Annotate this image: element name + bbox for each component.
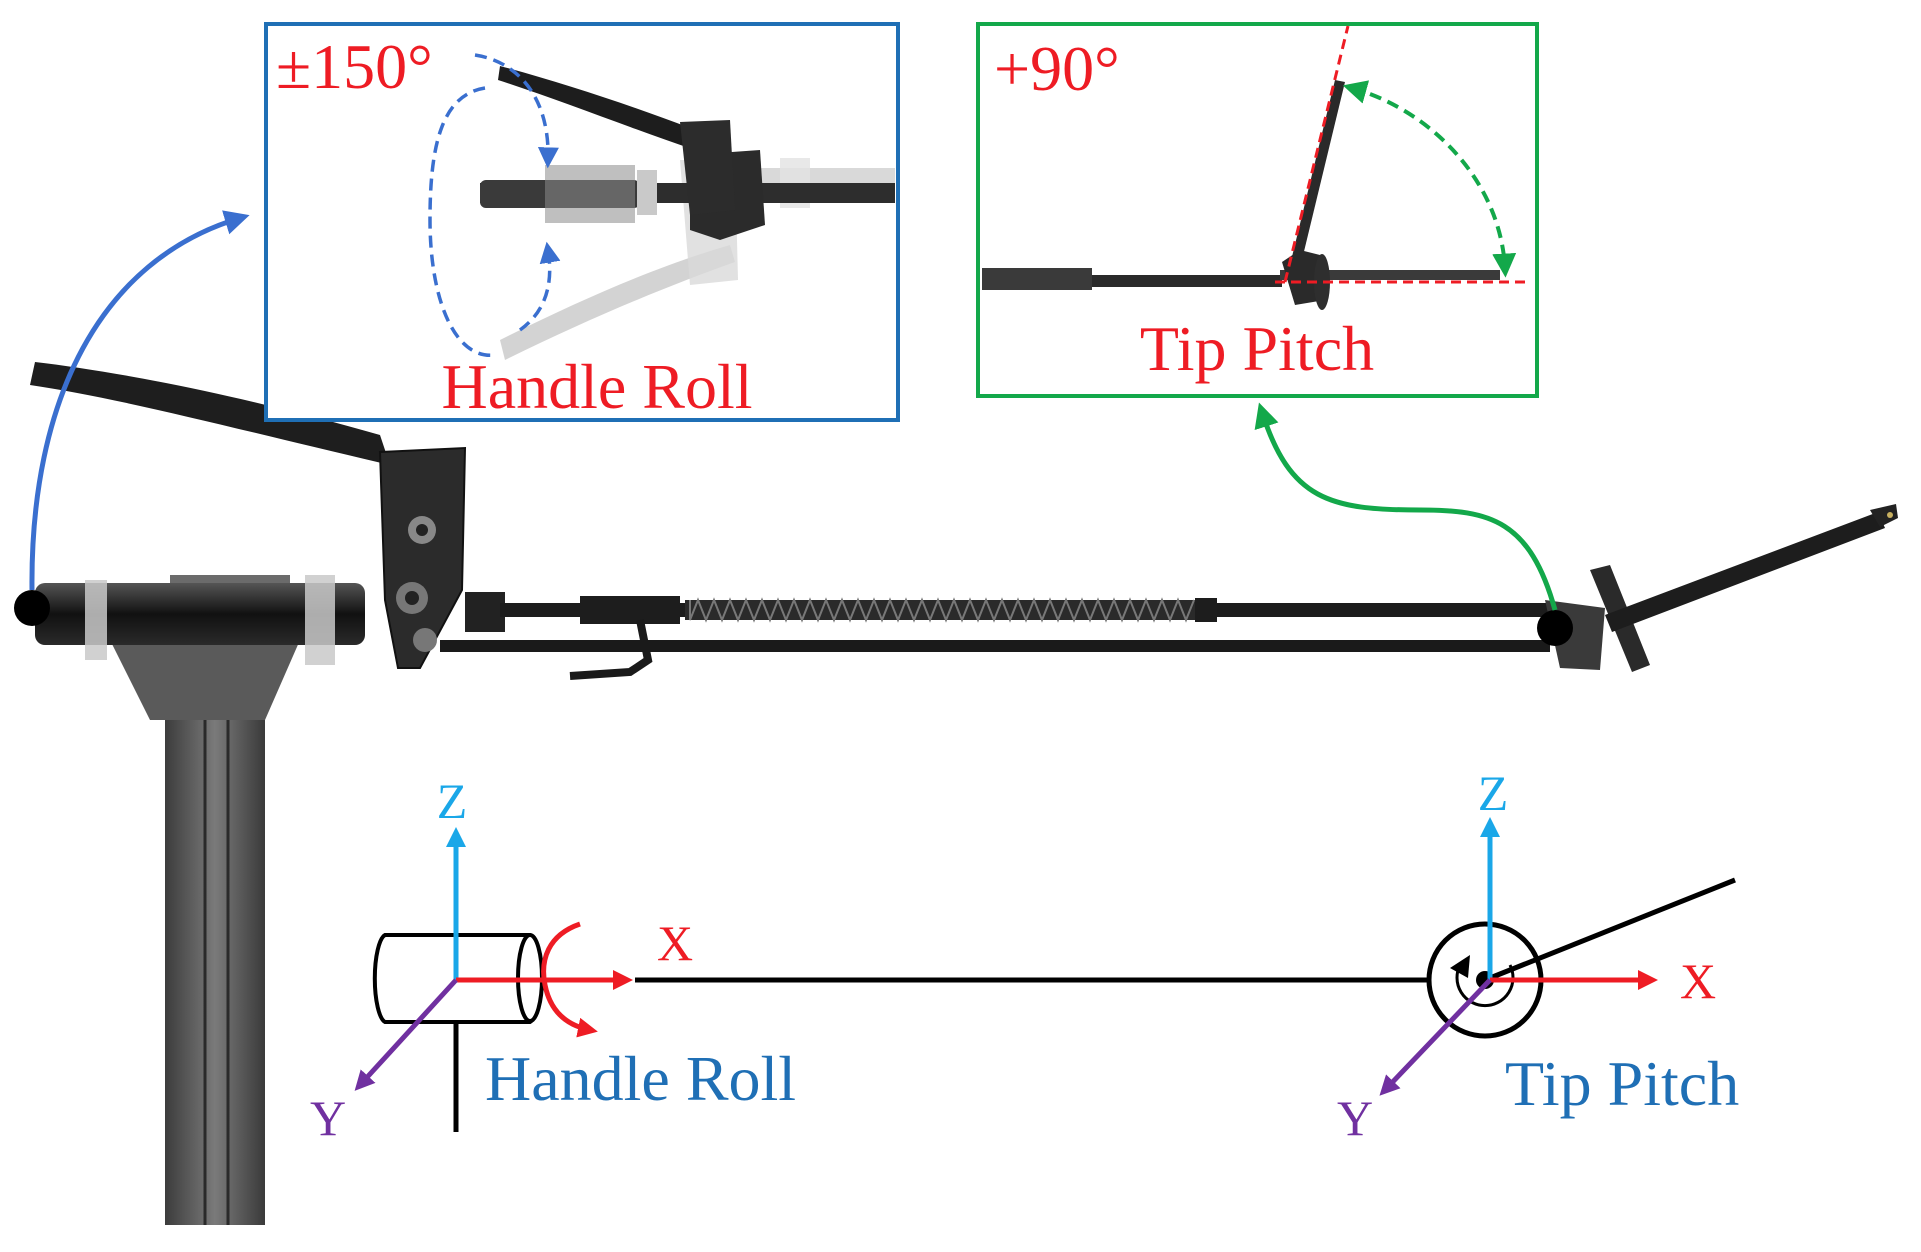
roll-angle-label: ±150° — [276, 31, 433, 102]
handle-y-label: Y — [310, 1090, 346, 1146]
handle-z-label: Z — [437, 773, 468, 829]
handle-y-axis — [354, 978, 458, 1091]
tip-tool-line — [1484, 877, 1736, 983]
tip-frame-label: Tip Pitch — [1505, 1048, 1739, 1119]
pitch-callout-arrow — [1254, 402, 1558, 611]
lower-rod — [440, 640, 1550, 652]
shaft-spring — [685, 597, 1205, 623]
roll-rotation-icon — [541, 921, 598, 1038]
handle-joint-dot — [14, 590, 50, 626]
handle-frame-label: Handle Roll — [485, 1043, 796, 1114]
roll-dashed-arc — [428, 86, 496, 357]
handle-lever — [30, 362, 390, 465]
kinematic-schematic: Z X Y Handle Roll Z X Y Tip Pitch — [310, 765, 1739, 1146]
handle-cylinder — [35, 583, 365, 645]
stand-post — [165, 640, 265, 1225]
instrument-illustration — [14, 362, 1898, 1225]
tip-y-label: Y — [1337, 1090, 1373, 1146]
tip-x-label: X — [1680, 953, 1716, 1009]
pitch-angle-label: +90° — [994, 33, 1120, 104]
tip-z-label: Z — [1478, 765, 1509, 821]
tip-tool — [1605, 512, 1885, 632]
pitch-ref-raised — [1283, 25, 1350, 283]
tip-y-axis — [1379, 978, 1492, 1096]
roll-callout-arrow — [29, 210, 250, 591]
pitch-inset: +90° Tip Pitch — [976, 22, 1539, 398]
tip-joint-dot — [1537, 610, 1573, 646]
roll-inset-title: Handle Roll — [441, 351, 752, 422]
pitch-dashed-arc — [1342, 80, 1517, 278]
stand-mount — [110, 640, 300, 720]
roll-inset: ±150° Handle Roll — [264, 22, 900, 422]
handle-x-label: X — [657, 915, 693, 971]
pitch-inset-title: Tip Pitch — [1140, 313, 1374, 384]
lever-bracket — [378, 446, 467, 669]
